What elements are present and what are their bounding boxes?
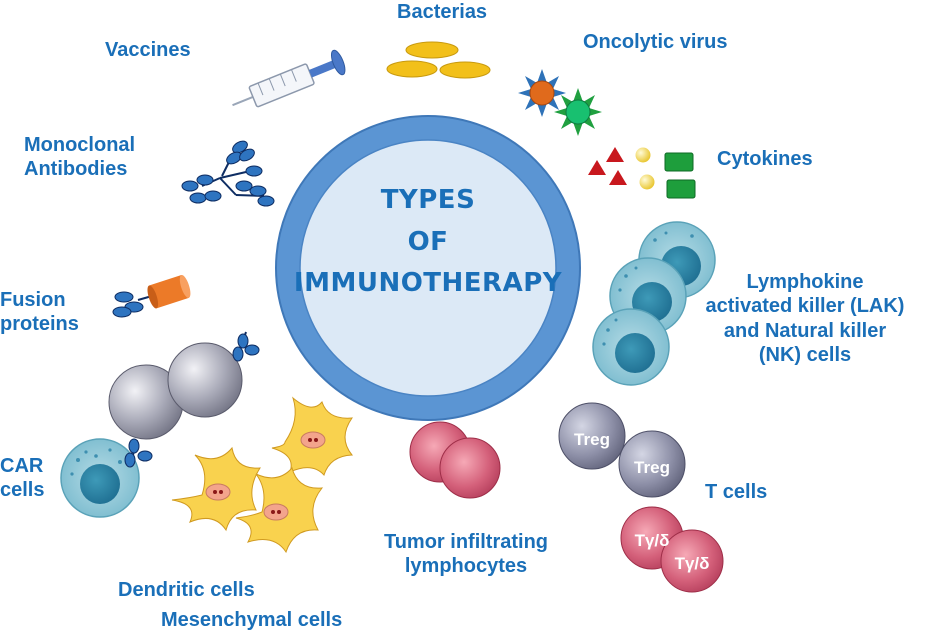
label-line: Monoclonal: [24, 134, 136, 156]
tgd-label: Tγ/δ: [675, 554, 710, 573]
gray-cell-icon: [108, 342, 243, 440]
lymphocyte-icon: [409, 421, 501, 499]
center-title: TYPES OF IMMUNOTHERAPY: [292, 180, 564, 305]
label-line: Vaccines: [105, 39, 191, 61]
label-dendritic-cells: Dendritic cells: [118, 578, 255, 602]
label-tumor-infiltrating: Tumor infiltrating lymphocytes: [366, 530, 566, 579]
label-line: Tumor infiltrating: [383, 531, 549, 553]
fusion-protein-icon: [112, 274, 191, 318]
virus-icon: [518, 69, 602, 136]
label-line: Bacterias: [397, 1, 488, 23]
label-line: CAR: [0, 455, 44, 477]
label-lak-nk-cells: Lymphokine activated killer (LAK) and Na…: [685, 270, 925, 368]
label-line: T cells: [705, 481, 768, 503]
tgd-label: Tγ/δ: [635, 531, 670, 550]
label-line: lymphocytes: [404, 555, 528, 578]
label-line: Antibodies: [24, 158, 128, 181]
tgd-cell-icon: Tγ/δ Tγ/δ: [620, 506, 724, 593]
label-mesenchymal-cells: Mesenchymal cells: [161, 608, 342, 632]
car-cell-icon: [60, 438, 153, 518]
antibody-icon: [181, 140, 275, 207]
treg-cell-icon: Treg Treg: [558, 402, 686, 498]
label-vaccines: Vaccines: [105, 38, 191, 62]
cytokine-icon: [588, 147, 696, 199]
label-line: Cytokines: [717, 148, 813, 170]
label-cytokines: Cytokines: [717, 147, 813, 171]
label-car-cells: CAR cells: [0, 454, 44, 503]
center-title-line: IMMUNOTHERAPY: [293, 268, 563, 299]
bacteria-icon: [386, 41, 491, 79]
label-line: proteins: [0, 313, 79, 336]
label-oncolytic-virus: Oncolytic virus: [583, 30, 728, 54]
label-line: and Natural killer: [723, 319, 887, 342]
center-title-line: TYPES: [380, 185, 476, 215]
label-line: Fusion: [0, 289, 66, 311]
label-monoclonal-antibodies: Monoclonal Antibodies: [24, 133, 135, 182]
label-t-cells: T cells: [705, 480, 767, 504]
label-line: Dendritic cells: [118, 579, 255, 601]
label-bacterias: Bacterias: [397, 0, 487, 24]
label-line: activated killer (LAK): [705, 295, 905, 318]
label-fusion-proteins: Fusion proteins: [0, 288, 79, 337]
label-line: cells: [0, 479, 45, 502]
label-line: Mesenchymal cells: [161, 609, 343, 631]
label-line: Oncolytic virus: [583, 31, 728, 53]
label-line: (NK) cells: [758, 344, 852, 367]
label-line: Lymphokine: [746, 271, 864, 293]
center-title-line: OF: [407, 226, 449, 257]
syringe-icon: [232, 49, 346, 108]
center-ring: [275, 115, 581, 421]
treg-label: Treg: [574, 430, 610, 449]
nk-cell-icon: [592, 221, 716, 386]
dendritic-cell-icon: [171, 396, 354, 554]
treg-label: Treg: [634, 458, 670, 477]
receptor-icon: [232, 331, 260, 362]
